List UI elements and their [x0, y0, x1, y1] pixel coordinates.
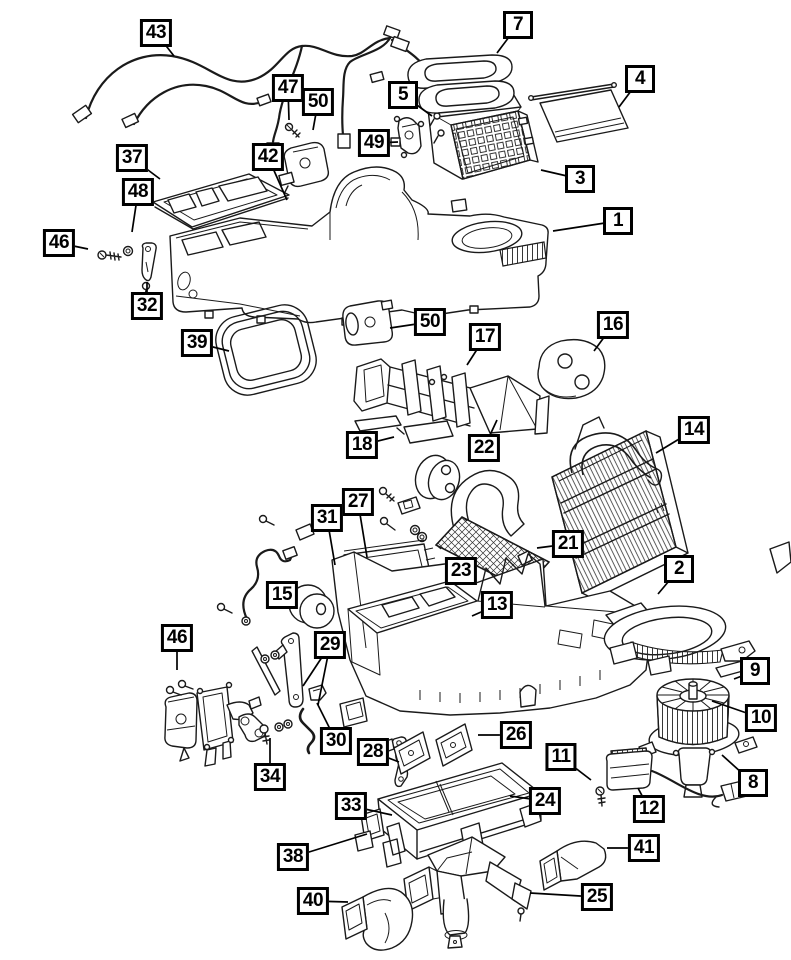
callout-23[interactable]: 23 [444, 557, 478, 585]
top-seal-frame-part [152, 173, 290, 230]
end-duct-part [341, 887, 414, 951]
callout-24[interactable]: 24 [528, 787, 562, 815]
callout-43[interactable]: 43 [139, 19, 173, 47]
callout-11[interactable]: 11 [545, 743, 577, 771]
blower-housing-part [603, 541, 791, 678]
callout-34[interactable]: 34 [253, 763, 287, 791]
callout-46[interactable]: 46 [42, 229, 76, 257]
duct-seal-ring-part [215, 304, 317, 396]
side-duct-part [539, 840, 607, 891]
callout-38[interactable]: 38 [276, 843, 310, 871]
callout-5[interactable]: 5 [388, 81, 418, 109]
filter-panel-part [528, 81, 629, 143]
door-fasteners-part [258, 486, 428, 543]
callout-3[interactable]: 3 [565, 165, 595, 193]
callout-17[interactable]: 17 [468, 323, 502, 351]
callout-39[interactable]: 39 [180, 329, 214, 357]
callout-46[interactable]: 46 [160, 624, 194, 652]
callout-10[interactable]: 10 [744, 704, 778, 732]
callout-12[interactable]: 12 [632, 795, 666, 823]
callout-16[interactable]: 16 [596, 311, 630, 339]
blower-resistor-part [595, 747, 748, 808]
upper-seal-part [407, 54, 513, 89]
callout-32[interactable]: 32 [130, 292, 164, 320]
callout-4[interactable]: 4 [625, 65, 655, 93]
callout-47[interactable]: 47 [271, 74, 305, 102]
callout-48[interactable]: 48 [121, 178, 155, 206]
cam-disc-part [414, 454, 461, 501]
mode-actuator-part [278, 122, 330, 195]
callout-42[interactable]: 42 [251, 143, 285, 171]
callout-29[interactable]: 29 [313, 631, 347, 659]
callout-2[interactable]: 2 [664, 555, 694, 583]
case-seal-part [418, 80, 515, 114]
callout-49[interactable]: 49 [357, 129, 391, 157]
callout-14[interactable]: 14 [677, 416, 711, 444]
callout-33[interactable]: 33 [334, 792, 368, 820]
lever-actuator-cluster-part [164, 632, 473, 788]
callout-28[interactable]: 28 [356, 738, 390, 766]
callout-26[interactable]: 26 [499, 721, 533, 749]
callout-13[interactable]: 13 [480, 591, 514, 619]
callout-37[interactable]: 37 [115, 144, 149, 172]
evaporator-case-part [426, 91, 539, 180]
callout-1[interactable]: 1 [603, 207, 633, 235]
callout-18[interactable]: 18 [345, 431, 379, 459]
actuator-wheel-part [216, 546, 335, 629]
callout-22[interactable]: 22 [467, 434, 501, 462]
callout-8[interactable]: 8 [738, 769, 768, 797]
housing-screw-part [97, 245, 134, 261]
lower-housing-part [331, 551, 651, 728]
callout-25[interactable]: 25 [580, 883, 614, 911]
callout-21[interactable]: 21 [551, 530, 585, 558]
distribution-duct-part [353, 358, 550, 444]
blend-actuator-part [342, 299, 394, 346]
callout-27[interactable]: 27 [341, 488, 375, 516]
main-housing-part [169, 166, 549, 326]
callout-50[interactable]: 50 [413, 308, 447, 336]
damper-pad-part [537, 338, 606, 400]
callout-15[interactable]: 15 [265, 581, 299, 609]
callout-41[interactable]: 41 [627, 834, 661, 862]
callout-40[interactable]: 40 [296, 887, 330, 915]
callout-30[interactable]: 30 [319, 727, 353, 755]
callout-7[interactable]: 7 [503, 11, 533, 39]
floor-duct-part [403, 836, 532, 949]
callout-31[interactable]: 31 [310, 504, 344, 532]
callout-9[interactable]: 9 [740, 657, 770, 685]
callout-50[interactable]: 50 [301, 88, 335, 116]
mounting-strap-part [141, 242, 157, 297]
